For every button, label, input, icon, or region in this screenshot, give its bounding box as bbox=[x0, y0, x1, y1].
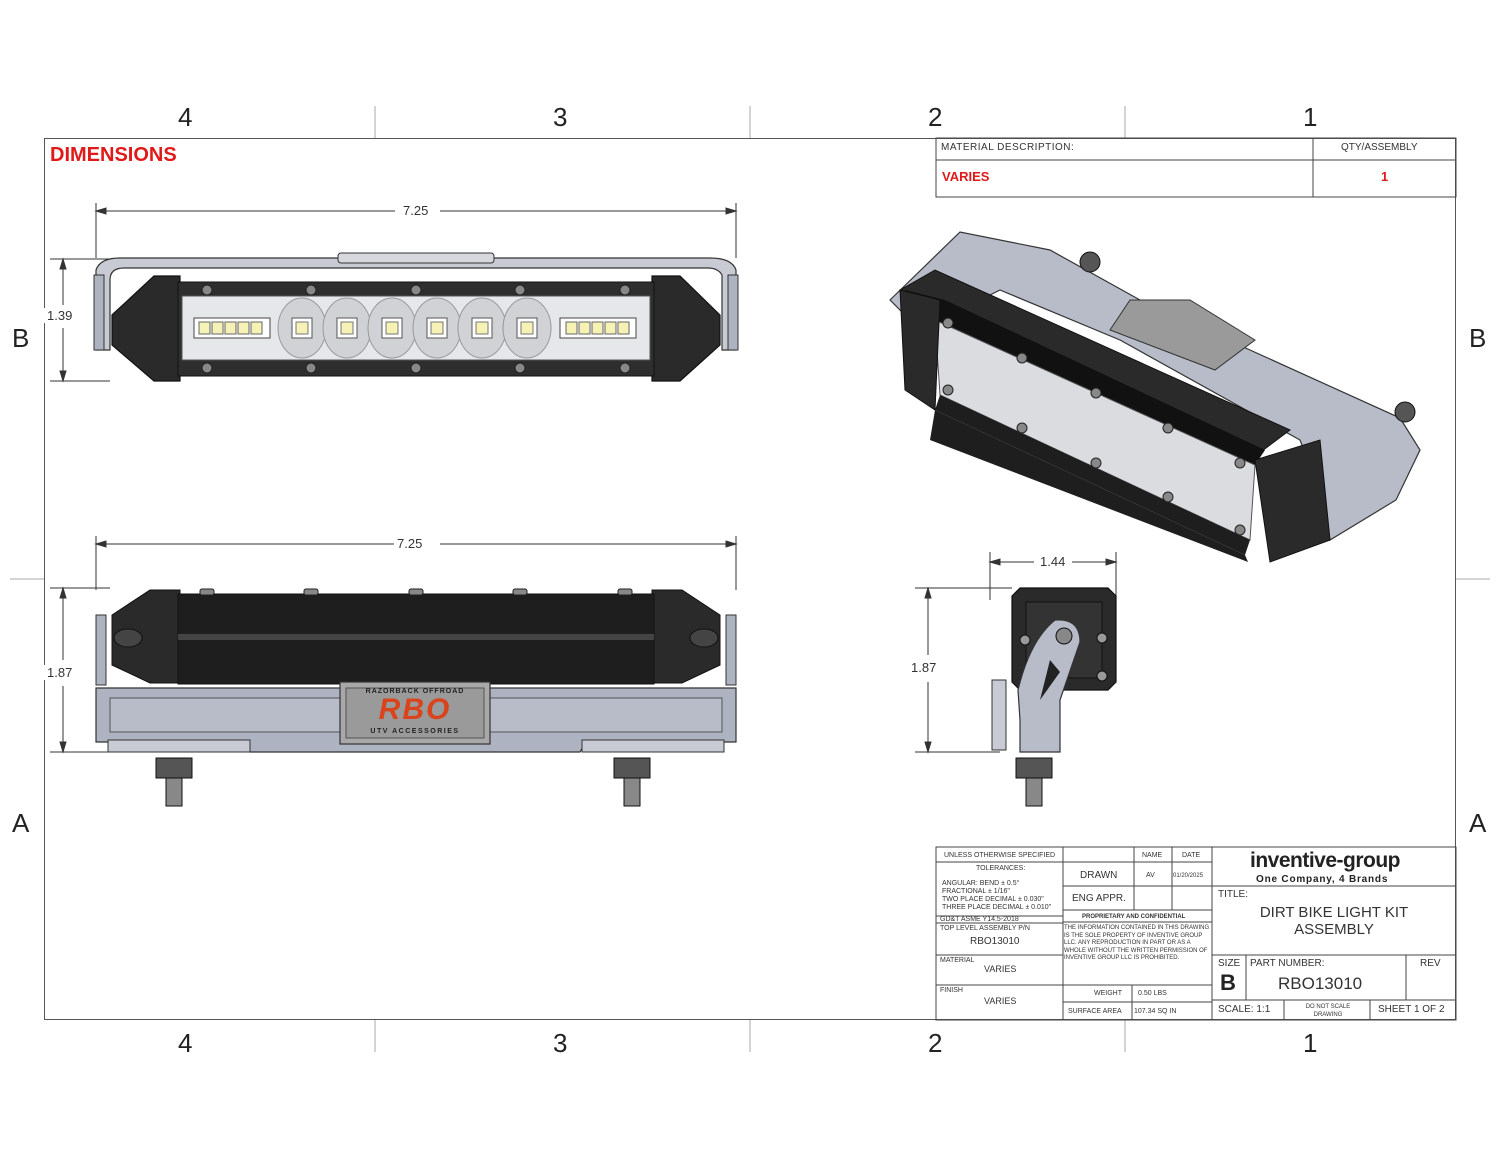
drawn-date: 01/20/2025 bbox=[1173, 873, 1204, 879]
qty-value: 1 bbox=[1381, 169, 1389, 184]
date-header: DATE bbox=[1182, 852, 1201, 859]
zone-bottom-3: 3 bbox=[553, 1028, 568, 1058]
top-level-label: TOP LEVEL ASSEMBLY P/N bbox=[940, 925, 1030, 932]
weight-value: 0.50 LBS bbox=[1138, 990, 1167, 997]
front-width-dimension: 7.25 bbox=[400, 203, 432, 218]
front-height-dimension: 1.39 bbox=[44, 308, 76, 323]
finish-value: VARIES bbox=[984, 996, 1017, 1006]
weight-label: WEIGHT bbox=[1094, 990, 1122, 997]
rbo-logo-mark: RBO bbox=[378, 693, 452, 726]
company-tagline: One Company, 4 Brands bbox=[1256, 874, 1389, 885]
surface-area-value: 107.34 SQ IN bbox=[1134, 1008, 1177, 1015]
gdt-standard: GD&T ASME Y14.5-2018 bbox=[940, 916, 1019, 923]
material-value: VARIES bbox=[984, 964, 1017, 974]
isometric-view bbox=[889, 231, 1421, 563]
zone-top-4: 4 bbox=[178, 102, 193, 132]
eng-appr-label: ENG APPR. bbox=[1072, 893, 1126, 904]
rbo-logo-bottom-text: UTV ACCESSORIES bbox=[370, 728, 460, 735]
top-view bbox=[50, 536, 738, 807]
tolerance-angular: ANGULAR: BEND ± 0.5° bbox=[942, 880, 1020, 887]
company-logo: inventive-group bbox=[1250, 849, 1401, 872]
zone-bottom-1: 1 bbox=[1303, 1028, 1318, 1058]
drawn-name: AV bbox=[1146, 872, 1155, 879]
tolerance-three-place: THREE PLACE DECIMAL ± 0.010" bbox=[942, 904, 1052, 911]
tolerance-two-place: TWO PLACE DECIMAL ± 0.030" bbox=[942, 896, 1044, 903]
zone-right-A: A bbox=[1469, 808, 1487, 838]
size-value: B bbox=[1220, 970, 1236, 995]
drawing-title-line1: DIRT BIKE LIGHT KIT bbox=[1259, 904, 1409, 921]
zone-left-A: A bbox=[12, 808, 30, 838]
zone-right-B: B bbox=[1469, 323, 1487, 353]
zone-bottom-2: 2 bbox=[928, 1028, 943, 1058]
top-level-value: RBO13010 bbox=[970, 936, 1020, 947]
unless-specified: UNLESS OTHERWISE SPECIFIED bbox=[944, 852, 1056, 859]
side-height-dimension: 1.87 bbox=[908, 660, 940, 675]
scale-label: SCALE: 1:1 bbox=[1218, 1004, 1271, 1015]
title-label: TITLE: bbox=[1218, 889, 1249, 900]
sheet-label: SHEET 1 OF 2 bbox=[1378, 1004, 1445, 1015]
part-number-label: PART NUMBER: bbox=[1250, 958, 1325, 969]
finish-label: FINISH bbox=[940, 987, 963, 994]
material-desc-value: VARIES bbox=[942, 169, 990, 184]
top-height-dimension: 1.87 bbox=[44, 665, 76, 680]
part-number-value: RBO13010 bbox=[1278, 974, 1363, 993]
front-view bbox=[50, 203, 739, 383]
material-label: MATERIAL bbox=[940, 957, 975, 964]
side-view bbox=[915, 552, 1118, 807]
drawn-label: DRAWN bbox=[1080, 870, 1118, 881]
rbo-logo-top-text: RAZORBACK OFFROAD bbox=[365, 688, 465, 695]
do-not-scale: DO NOT SCALE DRAWING bbox=[1305, 1004, 1351, 1018]
top-width-dimension: 7.25 bbox=[394, 536, 426, 551]
proprietary-title: PROPRIETARY AND CONFIDENTIAL bbox=[1082, 914, 1186, 920]
side-width-dimension: 1.44 bbox=[1037, 554, 1069, 569]
zone-top-3: 3 bbox=[553, 102, 568, 132]
drawing-frame bbox=[44, 138, 1456, 1020]
drawing-title-line2: ASSEMBLY bbox=[1294, 921, 1374, 938]
surface-area-label: SURFACE AREA bbox=[1068, 1008, 1122, 1015]
zone-bottom-4: 4 bbox=[178, 1028, 193, 1058]
rev-label: REV bbox=[1420, 958, 1441, 969]
name-header: NAME bbox=[1142, 852, 1163, 859]
zone-top-2: 2 bbox=[928, 102, 943, 132]
material-desc-header: MATERIAL DESCRIPTION: bbox=[941, 142, 1075, 153]
tolerances-label: TOLERANCES: bbox=[976, 865, 1026, 872]
zone-top-1: 1 bbox=[1303, 102, 1318, 132]
size-label: SIZE bbox=[1218, 958, 1241, 969]
proprietary-text: THE INFORMATION CONTAINED IN THIS DRAWIN… bbox=[1064, 925, 1210, 961]
dimensions-heading: DIMENSIONS bbox=[50, 144, 177, 166]
tolerance-fractional: FRACTIONAL ± 1/16" bbox=[942, 888, 1010, 895]
qty-header: QTY/ASSEMBLY bbox=[1341, 142, 1418, 153]
zone-left-B: B bbox=[12, 323, 30, 353]
